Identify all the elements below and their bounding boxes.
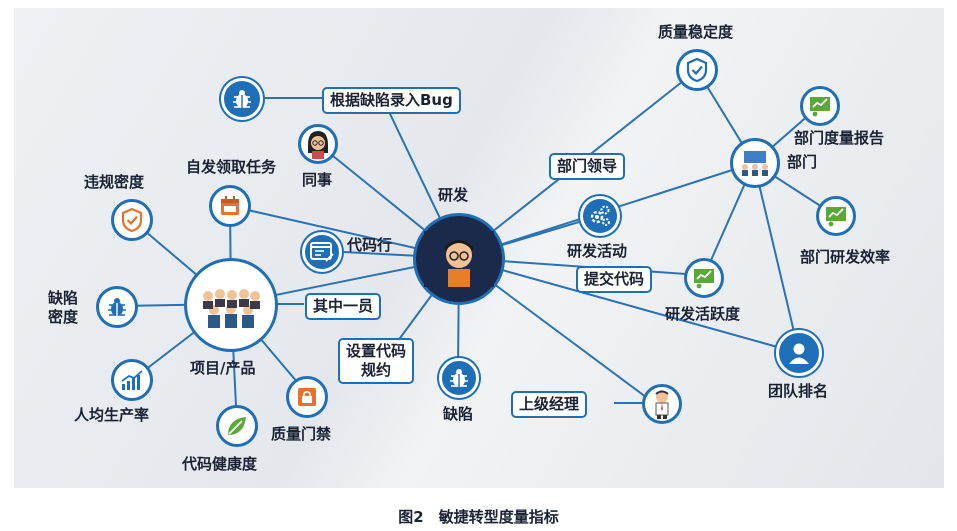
dept-node[interactable] [730, 138, 780, 188]
defect-label: 缺陷 [443, 405, 474, 423]
defect-node[interactable] [439, 358, 479, 398]
pill-code-rules[interactable]: 设置代码 规约 [338, 338, 415, 384]
pill-commit-code[interactable]: 提交代码 [576, 266, 653, 293]
code-health-label: 代码健康度 [182, 455, 258, 473]
code-window-icon [310, 242, 334, 262]
lock-icon [298, 388, 316, 406]
team-rank-label: 团队排名 [768, 382, 829, 400]
colleague-avatar-icon [308, 131, 328, 159]
calendar-icon [221, 196, 239, 215]
quality-gate-node[interactable] [286, 376, 328, 418]
code-rules-text: 设置代码 规约 [346, 342, 407, 379]
rd-activeness-node[interactable] [684, 258, 724, 298]
dept-report-node[interactable] [800, 86, 840, 126]
self-task-node[interactable] [209, 185, 251, 227]
team-group-icon [203, 289, 260, 328]
dept-efficiency-label: 部门研发效率 [800, 248, 891, 266]
pill-superior[interactable]: 上级经理 [511, 391, 588, 418]
bug-icon [450, 369, 468, 387]
chart-presentation-icon [810, 97, 830, 117]
defect-density-label: 缺陷 密度 [48, 289, 78, 327]
colleague-label: 同事 [302, 171, 333, 189]
dept-label: 部门 [787, 153, 818, 171]
project-node[interactable] [184, 258, 278, 352]
figure-caption: 图2 敏捷转型度量指标 [398, 508, 559, 526]
center-node[interactable] [413, 213, 505, 305]
rd-activeness-label: 研发活跃度 [665, 305, 741, 323]
diagram-canvas: 研发 根据缺陷录入Bug 同事 自发领取任务 [14, 8, 944, 488]
defect-density-node[interactable] [96, 286, 138, 328]
bug-node-top[interactable] [221, 78, 263, 120]
center-label: 研发 [438, 186, 469, 204]
dept-report-label: 部门度量报告 [794, 129, 885, 147]
per-capita-node[interactable] [111, 359, 153, 401]
shield-check-icon [121, 208, 143, 232]
gears-icon [590, 205, 610, 226]
rd-activity-node[interactable] [580, 196, 620, 236]
chart-presentation-icon [826, 207, 846, 227]
user-icon [789, 343, 809, 364]
pill-one-member[interactable]: 其中一员 [305, 293, 382, 320]
project-label: 项目/产品 [190, 359, 256, 377]
growth-chart-icon [121, 370, 143, 390]
quality-stability-label: 质量稳定度 [658, 23, 734, 41]
colleague-node[interactable] [298, 124, 338, 164]
code-lines-node[interactable] [302, 232, 342, 272]
violation-density-node[interactable] [111, 199, 153, 241]
leaf-icon [228, 417, 246, 435]
pill-dept-lead[interactable]: 部门领导 [549, 153, 626, 180]
per-capita-label: 人均生产率 [74, 406, 150, 424]
pill-bug-entry[interactable]: 根据缺陷录入Bug [322, 87, 461, 114]
superior-node[interactable] [642, 384, 682, 424]
meeting-icon [742, 151, 768, 176]
dept-efficiency-node[interactable] [816, 196, 856, 236]
bug-icon [108, 298, 126, 316]
code-lines-label: 代码行 [347, 236, 393, 254]
code-health-node[interactable] [216, 405, 258, 447]
developer-avatar-icon [424, 231, 494, 287]
defect-density-text: 缺陷 密度 [48, 289, 79, 326]
quality-stability-node[interactable] [676, 49, 718, 91]
chart-presentation-icon [694, 269, 714, 289]
bug-icon [233, 90, 251, 108]
quality-gate-label: 质量门禁 [271, 425, 332, 443]
self-task-label: 自发领取任务 [186, 158, 277, 176]
rd-activity-label: 研发活动 [567, 242, 628, 260]
manager-avatar-icon [655, 390, 669, 419]
violation-density-label: 违规密度 [84, 173, 145, 191]
shield-check-icon [686, 58, 708, 82]
team-rank-node[interactable] [776, 330, 822, 376]
